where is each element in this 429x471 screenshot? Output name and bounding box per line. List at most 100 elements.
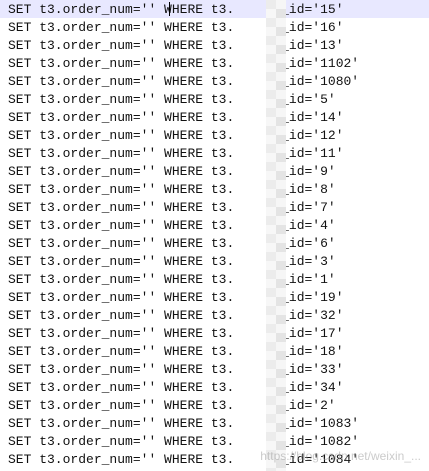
code-line: SET t3.order_num='' WHERE t3. es_id='17' — [8, 325, 359, 343]
text-caret — [169, 2, 170, 16]
code-line-prefix: SET t3.order_num=' — [8, 416, 149, 431]
code-line: SET t3.order_num='' WHERE t3. es_id='34' — [8, 379, 359, 397]
code-line-prefix: SET t3.order_num=' — [8, 452, 149, 467]
code-line-where: ' WHERE t3. — [148, 452, 235, 467]
code-line-where: ' WHERE t3. — [148, 326, 235, 341]
code-line-suffix: es_id='1082' — [265, 434, 360, 449]
code-line: SET t3.order_num='' WHERE t3. es_id='3' — [8, 253, 359, 271]
code-line-prefix: SET t3.order_num=' — [8, 182, 149, 197]
code-line-where: ' WHERE t3. — [148, 74, 235, 89]
code-line: SET t3.order_num='' WHERE t3. es_id='9' — [8, 163, 359, 181]
code-line-where: ' WHERE t3. — [148, 218, 235, 233]
code-line-prefix: SET t3.order_num=' — [8, 398, 149, 413]
code-line-gap — [234, 434, 265, 449]
code-line: SET t3.order_num='' WHERE t3. es_id='108… — [8, 415, 359, 433]
code-line: SET t3.order_num='' WHERE t3. es_id='33' — [8, 361, 359, 379]
code-line-gap — [234, 308, 265, 323]
code-line-prefix: SET t3.order_num=' — [8, 128, 149, 143]
code-line-gap — [234, 2, 265, 17]
code-line-gap — [234, 398, 265, 413]
code-line-gap — [234, 326, 265, 341]
code-line-prefix: SET t3.order_num=' — [8, 236, 149, 251]
code-line-where: ' WHERE t3. — [148, 146, 235, 161]
code-line-prefix: SET t3.order_num=' — [8, 344, 149, 359]
code-line: SET t3.order_num='' WHERE t3. es_id='19' — [8, 289, 359, 307]
code-line-prefix: SET t3.order_num=' — [8, 2, 149, 17]
code-line-where: ' WHERE t3. — [148, 236, 235, 251]
code-line-where: ' WHERE t3. — [148, 182, 235, 197]
code-line-where: ' WHERE t3. — [148, 200, 235, 215]
code-line-gap — [234, 182, 265, 197]
code-line-prefix: SET t3.order_num=' — [8, 254, 149, 269]
code-lines: SET t3.order_num='' WHERE t3. es_id='15'… — [8, 1, 359, 469]
code-line-gap — [234, 200, 265, 215]
code-line-gap — [234, 272, 265, 287]
code-line-gap — [234, 74, 265, 89]
redaction-mask-stripe — [276, 0, 286, 471]
code-line: SET t3.order_num='' WHERE t3. es_id='110… — [8, 55, 359, 73]
code-line-gap — [234, 416, 265, 431]
code-line-gap — [234, 20, 265, 35]
code-line-gap — [234, 362, 265, 377]
code-line-prefix: SET t3.order_num=' — [8, 272, 149, 287]
code-line-where: ' WHERE t3. — [148, 128, 235, 143]
code-line: SET t3.order_num='' WHERE t3. es_id='1' — [8, 271, 359, 289]
code-line-prefix: SET t3.order_num=' — [8, 218, 149, 233]
code-line-where: ' WHERE t3. — [148, 308, 235, 323]
code-line-suffix: es_id='1080' — [265, 74, 360, 89]
code-line-where: ' WHERE t3. — [148, 416, 235, 431]
code-line-where: ' WHERE t3. — [148, 38, 235, 53]
code-line-where: ' WHERE t3. — [148, 20, 235, 35]
code-line-gap — [234, 128, 265, 143]
code-line-prefix: SET t3.order_num=' — [8, 110, 149, 125]
code-line: SET t3.order_num='' WHERE t3. es_id='108… — [8, 451, 359, 469]
code-line-where: ' WHERE t3. — [148, 56, 235, 71]
code-line-gap — [234, 236, 265, 251]
code-line-gap — [234, 56, 265, 71]
code-line-gap — [234, 92, 265, 107]
code-line: SET t3.order_num='' WHERE t3. es_id='15' — [8, 1, 359, 19]
code-line-prefix: SET t3.order_num=' — [8, 38, 149, 53]
code-line-prefix: SET t3.order_num=' — [8, 92, 149, 107]
code-line-suffix: es_id='1083' — [265, 416, 360, 431]
code-line: SET t3.order_num='' WHERE t3. es_id='7' — [8, 199, 359, 217]
code-line-prefix: SET t3.order_num=' — [8, 56, 149, 71]
code-line-where: ' WHERE t3. — [148, 2, 235, 17]
code-line-gap — [234, 38, 265, 53]
code-line: SET t3.order_num='' WHERE t3. es_id='5' — [8, 91, 359, 109]
code-line: SET t3.order_num='' WHERE t3. es_id='6' — [8, 235, 359, 253]
code-line-gap — [234, 290, 265, 305]
code-line-gap — [234, 146, 265, 161]
code-line-suffix: es_id='1102' — [265, 56, 360, 71]
code-line-prefix: SET t3.order_num=' — [8, 308, 149, 323]
code-line-gap — [234, 344, 265, 359]
code-line-gap — [234, 380, 265, 395]
code-line-gap — [234, 164, 265, 179]
code-line-gap — [234, 218, 265, 233]
code-line-gap — [234, 452, 265, 467]
code-line-where: ' WHERE t3. — [148, 434, 235, 449]
code-line-where: ' WHERE t3. — [148, 110, 235, 125]
code-line-where: ' WHERE t3. — [148, 92, 235, 107]
code-line-where: ' WHERE t3. — [148, 290, 235, 305]
code-line: SET t3.order_num='' WHERE t3. es_id='108… — [8, 433, 359, 451]
code-line: SET t3.order_num='' WHERE t3. es_id='32' — [8, 307, 359, 325]
code-line: SET t3.order_num='' WHERE t3. es_id='108… — [8, 73, 359, 91]
code-line: SET t3.order_num='' WHERE t3. es_id='16' — [8, 19, 359, 37]
code-line-where: ' WHERE t3. — [148, 164, 235, 179]
code-line-suffix: es_id='1084' — [265, 452, 360, 467]
code-line-prefix: SET t3.order_num=' — [8, 164, 149, 179]
code-line: SET t3.order_num='' WHERE t3. es_id='2' — [8, 397, 359, 415]
code-line-prefix: SET t3.order_num=' — [8, 20, 149, 35]
code-line-prefix: SET t3.order_num=' — [8, 290, 149, 305]
code-line: SET t3.order_num='' WHERE t3. es_id='13' — [8, 37, 359, 55]
code-line-prefix: SET t3.order_num=' — [8, 380, 149, 395]
code-line: SET t3.order_num='' WHERE t3. es_id='18' — [8, 343, 359, 361]
code-line-where: ' WHERE t3. — [148, 254, 235, 269]
code-line-where: ' WHERE t3. — [148, 272, 235, 287]
code-line-prefix: SET t3.order_num=' — [8, 200, 149, 215]
code-line-prefix: SET t3.order_num=' — [8, 434, 149, 449]
code-line-prefix: SET t3.order_num=' — [8, 74, 149, 89]
code-line: SET t3.order_num='' WHERE t3. es_id='14' — [8, 109, 359, 127]
